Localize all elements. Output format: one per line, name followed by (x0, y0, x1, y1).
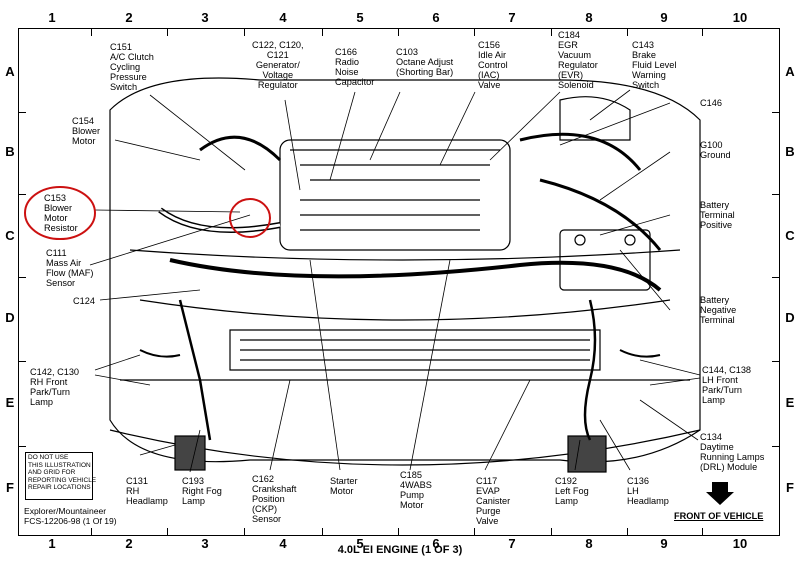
label-c154: C154 Blower Motor (72, 116, 101, 146)
grid-tick (772, 112, 780, 113)
grid-row-right-C: C (785, 228, 795, 243)
grid-tick (18, 194, 26, 195)
label-c142: C142, C130 RH Front Park/Turn Lamp (30, 367, 80, 407)
grid-column-bot-10: 10 (732, 536, 748, 551)
label-c136: C136 LH Headlamp (627, 476, 669, 506)
grid-tick (626, 28, 628, 36)
grid-column-bot-1: 1 (48, 536, 56, 551)
grid-tick (167, 28, 168, 36)
grid-row-right-A: A (785, 64, 795, 79)
label-starter: Starter Motor (330, 476, 358, 496)
grid-tick (244, 528, 245, 536)
highlight-circle-label (24, 186, 96, 240)
grid-column-top-1: 1 (48, 10, 56, 25)
warning-note-box: DO NOT USE THIS ILLUSTRATION AND GRID FO… (25, 452, 96, 500)
grid-tick (321, 528, 323, 536)
label-c103: C103 Octane Adjust (Shorting Bar) (396, 47, 454, 77)
grid-column-top-5: 5 (356, 10, 364, 25)
grid-tick (90, 528, 92, 536)
grid-column-bot-7: 7 (508, 536, 516, 551)
grid-row-left-D: D (5, 310, 15, 325)
grid-row-right-F: F (786, 480, 794, 495)
grid-column-top-3: 3 (201, 10, 209, 25)
label-c192: C192 Left Fog Lamp (555, 476, 589, 506)
diagram-title: 4.0L EI ENGINE (1 OF 3) (337, 544, 463, 556)
label-c184: C184 EGR Vacuum Regulator (EVR) Solenoid (558, 30, 598, 90)
grid-tick (550, 28, 552, 36)
grid-column-top-9: 9 (660, 10, 668, 25)
grid-column-bot-4: 4 (279, 536, 287, 551)
label-c143: C143 Brake Fluid Level Warning Switch (632, 40, 677, 90)
grid-column-top-4: 4 (279, 10, 287, 25)
label-battery-negative: Battery Negative Terminal (700, 295, 737, 325)
grid-tick (18, 360, 26, 362)
grid-column-top-6: 6 (432, 10, 440, 25)
label-c111: C111 Mass Air Flow (MAF) Sensor (46, 248, 94, 288)
grid-tick (702, 528, 703, 536)
grid-tick (321, 28, 323, 36)
grid-row-left-E: E (5, 395, 15, 410)
label-c144: C144, C138 LH Front Park/Turn Lamp (702, 365, 752, 405)
grid-column-top-8: 8 (585, 10, 593, 25)
reference-code: Explorer/Mountaineer FCS-12206-98 (1 Of … (24, 506, 117, 526)
label-c131: C131 RH Headlamp (126, 476, 168, 506)
grid-tick (772, 194, 780, 195)
grid-column-top-10: 10 (732, 10, 748, 25)
grid-tick (18, 277, 26, 278)
grid-tick (244, 28, 245, 36)
label-c153: C153 Blower Motor Resistor (44, 193, 78, 233)
grid-tick (18, 445, 26, 447)
grid-tick (550, 528, 552, 536)
grid-tick (398, 28, 399, 36)
grid-tick (167, 528, 168, 536)
label-c122: C122, C120, C121 Generator/ Voltage Regu… (252, 40, 304, 90)
grid-tick (474, 28, 475, 36)
label-c185: C185 4WABS Pump Motor (400, 470, 432, 510)
label-battery-positive: Battery Terminal Positive (700, 200, 735, 230)
label-c156: C156 Idle Air Control (IAC) Valve (478, 40, 508, 90)
label-c117: C117 EVAP Canister Purge Valve (476, 476, 511, 526)
label-g100: G100 Ground (700, 140, 731, 160)
label-c151: C151 A/C Clutch Cycling Pressure Switch (110, 42, 154, 92)
label-c162: C162 Crankshaft Position (CKP) Sensor (252, 474, 297, 524)
grid-tick (772, 277, 780, 278)
diagram-frame (18, 28, 780, 536)
grid-row-left-A: A (5, 64, 15, 79)
grid-tick (18, 112, 26, 113)
grid-tick (474, 528, 475, 536)
grid-row-right-E: E (785, 395, 795, 410)
grid-tick (772, 360, 780, 362)
grid-tick (702, 28, 703, 36)
grid-column-bot-3: 3 (201, 536, 209, 551)
grid-column-top-7: 7 (508, 10, 516, 25)
label-c146: C146 (700, 98, 722, 108)
grid-column-bot-9: 9 (660, 536, 668, 551)
label-c166: C166 Radio Noise Capacitor (335, 47, 375, 87)
grid-column-bot-2: 2 (125, 536, 133, 551)
label-c124: C124 (73, 296, 95, 306)
highlight-circle-resistor (229, 198, 271, 238)
label-c193: C193 Right Fog Lamp (182, 476, 222, 506)
grid-tick (772, 445, 780, 447)
grid-row-left-F: F (6, 480, 14, 495)
grid-column-top-2: 2 (125, 10, 133, 25)
grid-row-right-B: B (785, 144, 795, 159)
grid-column-bot-5: 5 (356, 536, 364, 551)
grid-tick (90, 28, 92, 36)
grid-row-left-B: B (5, 144, 15, 159)
front-arrow-icon (706, 482, 734, 505)
front-of-vehicle-label: FRONT OF VEHICLE (674, 511, 764, 521)
grid-tick (626, 528, 628, 536)
grid-tick (398, 528, 399, 536)
grid-row-left-C: C (5, 228, 15, 243)
grid-row-right-D: D (785, 310, 795, 325)
grid-column-bot-8: 8 (585, 536, 593, 551)
label-c134: C134 Daytime Running Lamps (DRL) Module (700, 432, 765, 472)
grid-column-bot-6: 6 (432, 536, 440, 551)
